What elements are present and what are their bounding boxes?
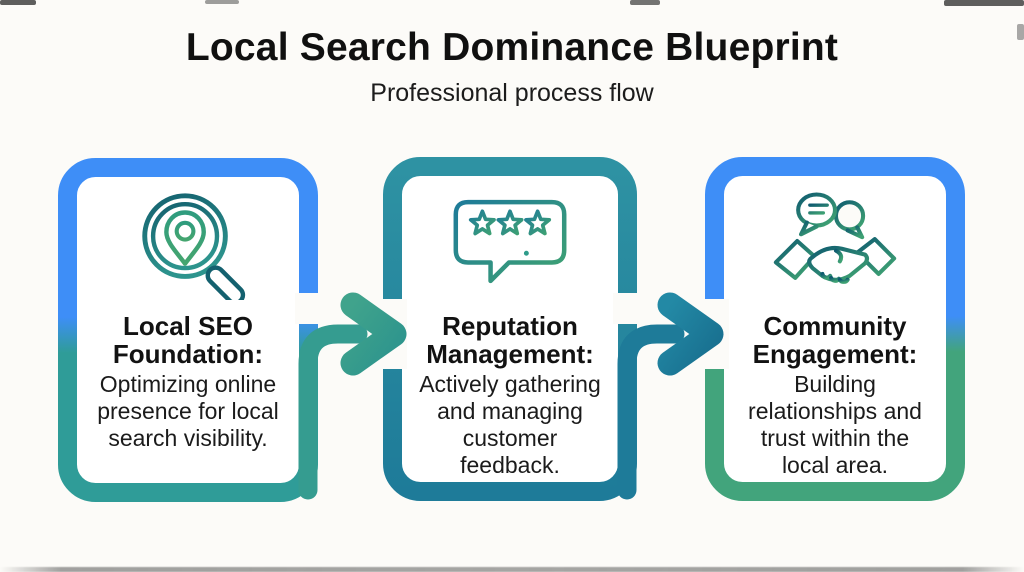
card-1-border [58,158,318,502]
arrow-1-shaft [298,324,368,500]
card-local-seo: Local SEO Foundation: Optimizing online … [66,178,310,452]
card-description: Actively gathering and managing customer… [419,371,601,478]
scan-artifact [205,0,239,4]
border-gap-card2-right [613,293,641,324]
card-description: Building relationships and trust within … [748,371,922,478]
page-subtitle: Professional process flow [370,79,654,107]
header: Local Search Dominance Blueprint Profess… [0,26,1024,108]
scan-artifact [1017,24,1024,40]
scan-artifact [944,0,1024,6]
arrow-2-shaft [617,324,685,500]
border-gap-card1-right [295,293,323,324]
arrow-2 [617,292,724,500]
scan-artifact [0,567,1024,572]
page-title: Local Search Dominance Blueprint [185,26,839,69]
card-reputation: Reputation Management: Actively gatherin… [388,178,632,479]
card-description: Optimizing online presence for local sea… [97,371,279,451]
scan-artifact [0,0,36,5]
arrow-2-head [657,292,724,376]
card-title: Local SEO Foundation: [112,311,264,369]
arrow-1 [298,292,407,500]
scan-artifact [630,0,660,5]
search-location-icon [142,193,246,300]
card-title: Reputation Management: [426,311,594,369]
card-community: Community Engagement: Building relations… [713,178,957,479]
arrow-1-head [340,292,407,376]
card-title: Community Engagement: [752,311,918,369]
handshake-icon [773,192,897,284]
review-stars-icon [453,199,567,284]
